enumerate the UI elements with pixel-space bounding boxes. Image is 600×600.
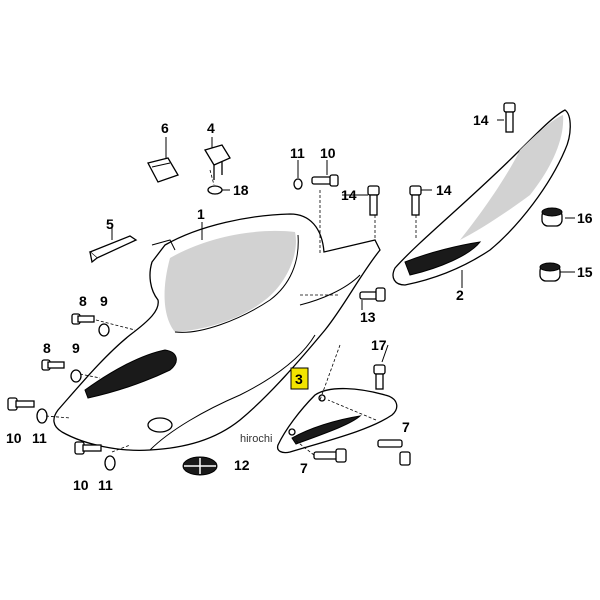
callout-1: 1 <box>197 206 205 222</box>
callout-14-mid: 14 <box>436 182 452 198</box>
part-16-grommet <box>541 207 563 227</box>
callout-17: 17 <box>371 337 387 353</box>
callout-labels: 1 2 3 4 5 6 7 7 8 8 9 9 10 10 10 11 11 1… <box>6 112 593 493</box>
callout-18: 18 <box>233 182 249 198</box>
part-1-side-cover <box>53 213 381 451</box>
callout-10-lower: 10 <box>73 477 89 493</box>
watermark: hirochi <box>240 433 272 445</box>
part-12-badge <box>182 456 218 476</box>
callout-11-lower: 11 <box>98 477 113 493</box>
callout-2: 2 <box>456 287 464 303</box>
part-2-upper-panel <box>392 109 571 286</box>
callout-8-upper: 8 <box>79 293 87 309</box>
part-4-clip-nut <box>204 144 231 180</box>
part-6-spring-clip <box>147 157 179 183</box>
callout-3: 3 <box>295 371 303 387</box>
callout-7-lower: 7 <box>300 460 308 476</box>
leader-lines <box>45 119 575 456</box>
callout-4: 4 <box>207 120 215 136</box>
callout-8-lower: 8 <box>43 340 51 356</box>
part-5-bracket <box>88 235 138 264</box>
callout-11-top: 11 <box>290 145 305 161</box>
callout-9-upper: 9 <box>100 293 108 309</box>
callout-7-right: 7 <box>402 419 410 435</box>
callout-11-left: 11 <box>32 430 47 446</box>
callout-13: 13 <box>360 309 376 325</box>
callout-5: 5 <box>106 216 114 232</box>
callout-6: 6 <box>161 120 169 136</box>
callout-12: 12 <box>234 457 250 473</box>
highlight-box <box>290 367 309 390</box>
callout-14-top: 14 <box>473 112 489 128</box>
callout-14-left: 14 <box>341 187 357 203</box>
callout-16: 16 <box>577 210 593 226</box>
callout-15: 15 <box>577 264 593 280</box>
fasteners <box>7 102 516 471</box>
callout-9-lower: 9 <box>72 340 80 356</box>
part-15-grommet <box>539 262 561 282</box>
callout-10-top: 10 <box>320 145 336 161</box>
callout-10-left: 10 <box>6 430 22 446</box>
